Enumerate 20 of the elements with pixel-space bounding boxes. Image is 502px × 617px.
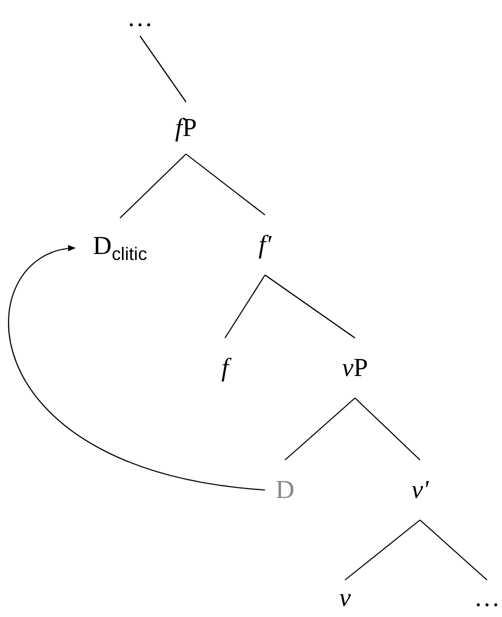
tree-branch-line bbox=[420, 520, 488, 580]
tree-branch-line bbox=[140, 36, 186, 102]
tree-branch-line bbox=[284, 398, 356, 460]
tree-branch-line bbox=[344, 520, 420, 580]
tree-node-label: D$_{clitic}$ bbox=[92, 232, 148, 264]
tree-branch-line bbox=[186, 154, 266, 216]
movement-arrow bbox=[8, 246, 266, 491]
tree-node-label: vP bbox=[342, 355, 368, 381]
tree-node-label: f bbox=[221, 355, 229, 381]
tree-node-label: … bbox=[127, 5, 153, 31]
tree-node-label: D bbox=[276, 477, 294, 503]
tree-branch-line bbox=[354, 398, 420, 460]
tree-node-label: … bbox=[474, 585, 500, 611]
tree-branch-line bbox=[120, 154, 186, 218]
tree-node-label: v bbox=[339, 585, 351, 611]
tree-node-label: v' bbox=[411, 477, 429, 503]
tree-node-label: fP bbox=[175, 115, 197, 141]
tree-node-label: f′ bbox=[258, 232, 272, 258]
tree-branch-line bbox=[264, 274, 356, 338]
tree-branch-line bbox=[224, 274, 266, 338]
